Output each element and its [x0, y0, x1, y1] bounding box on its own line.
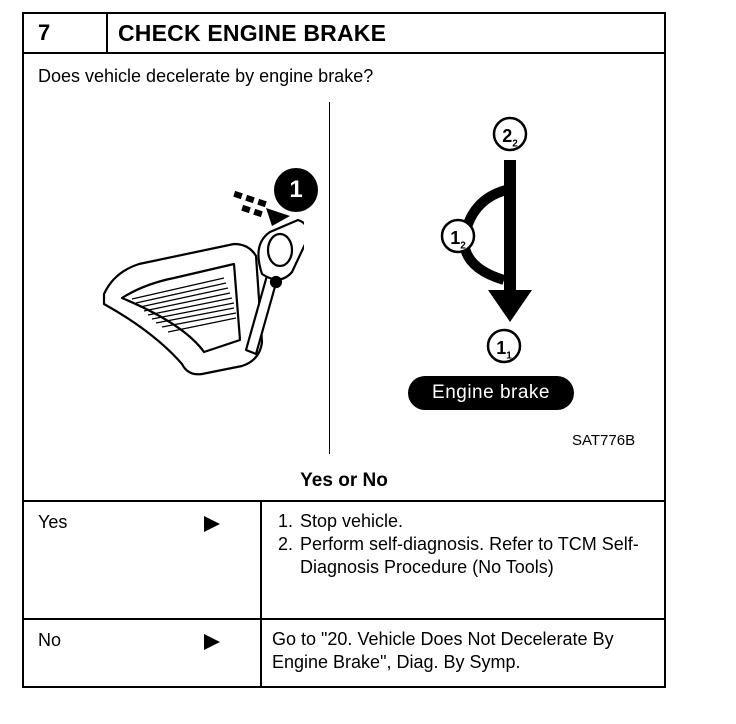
- step-question: Does vehicle decelerate by engine brake?: [38, 66, 374, 86]
- result-row-no: No Go to "20. Vehicle Does Not Decelerat…: [24, 618, 664, 688]
- arrow-right-icon: [204, 516, 220, 532]
- step-header: 7 CHECK ENGINE BRAKE: [24, 14, 664, 54]
- gear-position-diagram: [440, 116, 532, 364]
- step-number: 7: [24, 14, 108, 52]
- answer-prompt: Yes or No: [300, 470, 388, 491]
- figure-code: SAT776B: [572, 432, 636, 449]
- result-label-yes: Yes: [38, 512, 68, 532]
- selector-lever-illustration: [102, 190, 304, 376]
- result-label-no: No: [38, 630, 62, 650]
- position-mid-label: 12: [450, 228, 466, 252]
- arrow-right-icon: [204, 634, 220, 650]
- result-row-yes: Yes Stop vehicle. Perform self-diagnosis…: [24, 500, 664, 618]
- result-action-yes: Stop vehicle. Perform self-diagnosis. Re…: [260, 502, 664, 618]
- callout-1-label: 1: [289, 176, 303, 203]
- figure-divider: [329, 102, 330, 454]
- position-bottom-label: 11: [496, 338, 512, 362]
- engine-brake-badge: Engine brake: [408, 376, 574, 410]
- step-title: CHECK ENGINE BRAKE: [118, 20, 387, 46]
- callout-1: [274, 168, 318, 212]
- result-action-no: Go to "20. Vehicle Does Not Decelerate B…: [260, 620, 664, 688]
- diagnostic-step-card: 7 CHECK ENGINE BRAKE Does vehicle decele…: [22, 12, 666, 688]
- yes-step-1: Stop vehicle.: [298, 510, 654, 533]
- position-top-label: 22: [502, 126, 518, 150]
- yes-step-2: Perform self-diagnosis. Refer to TCM Sel…: [298, 533, 654, 579]
